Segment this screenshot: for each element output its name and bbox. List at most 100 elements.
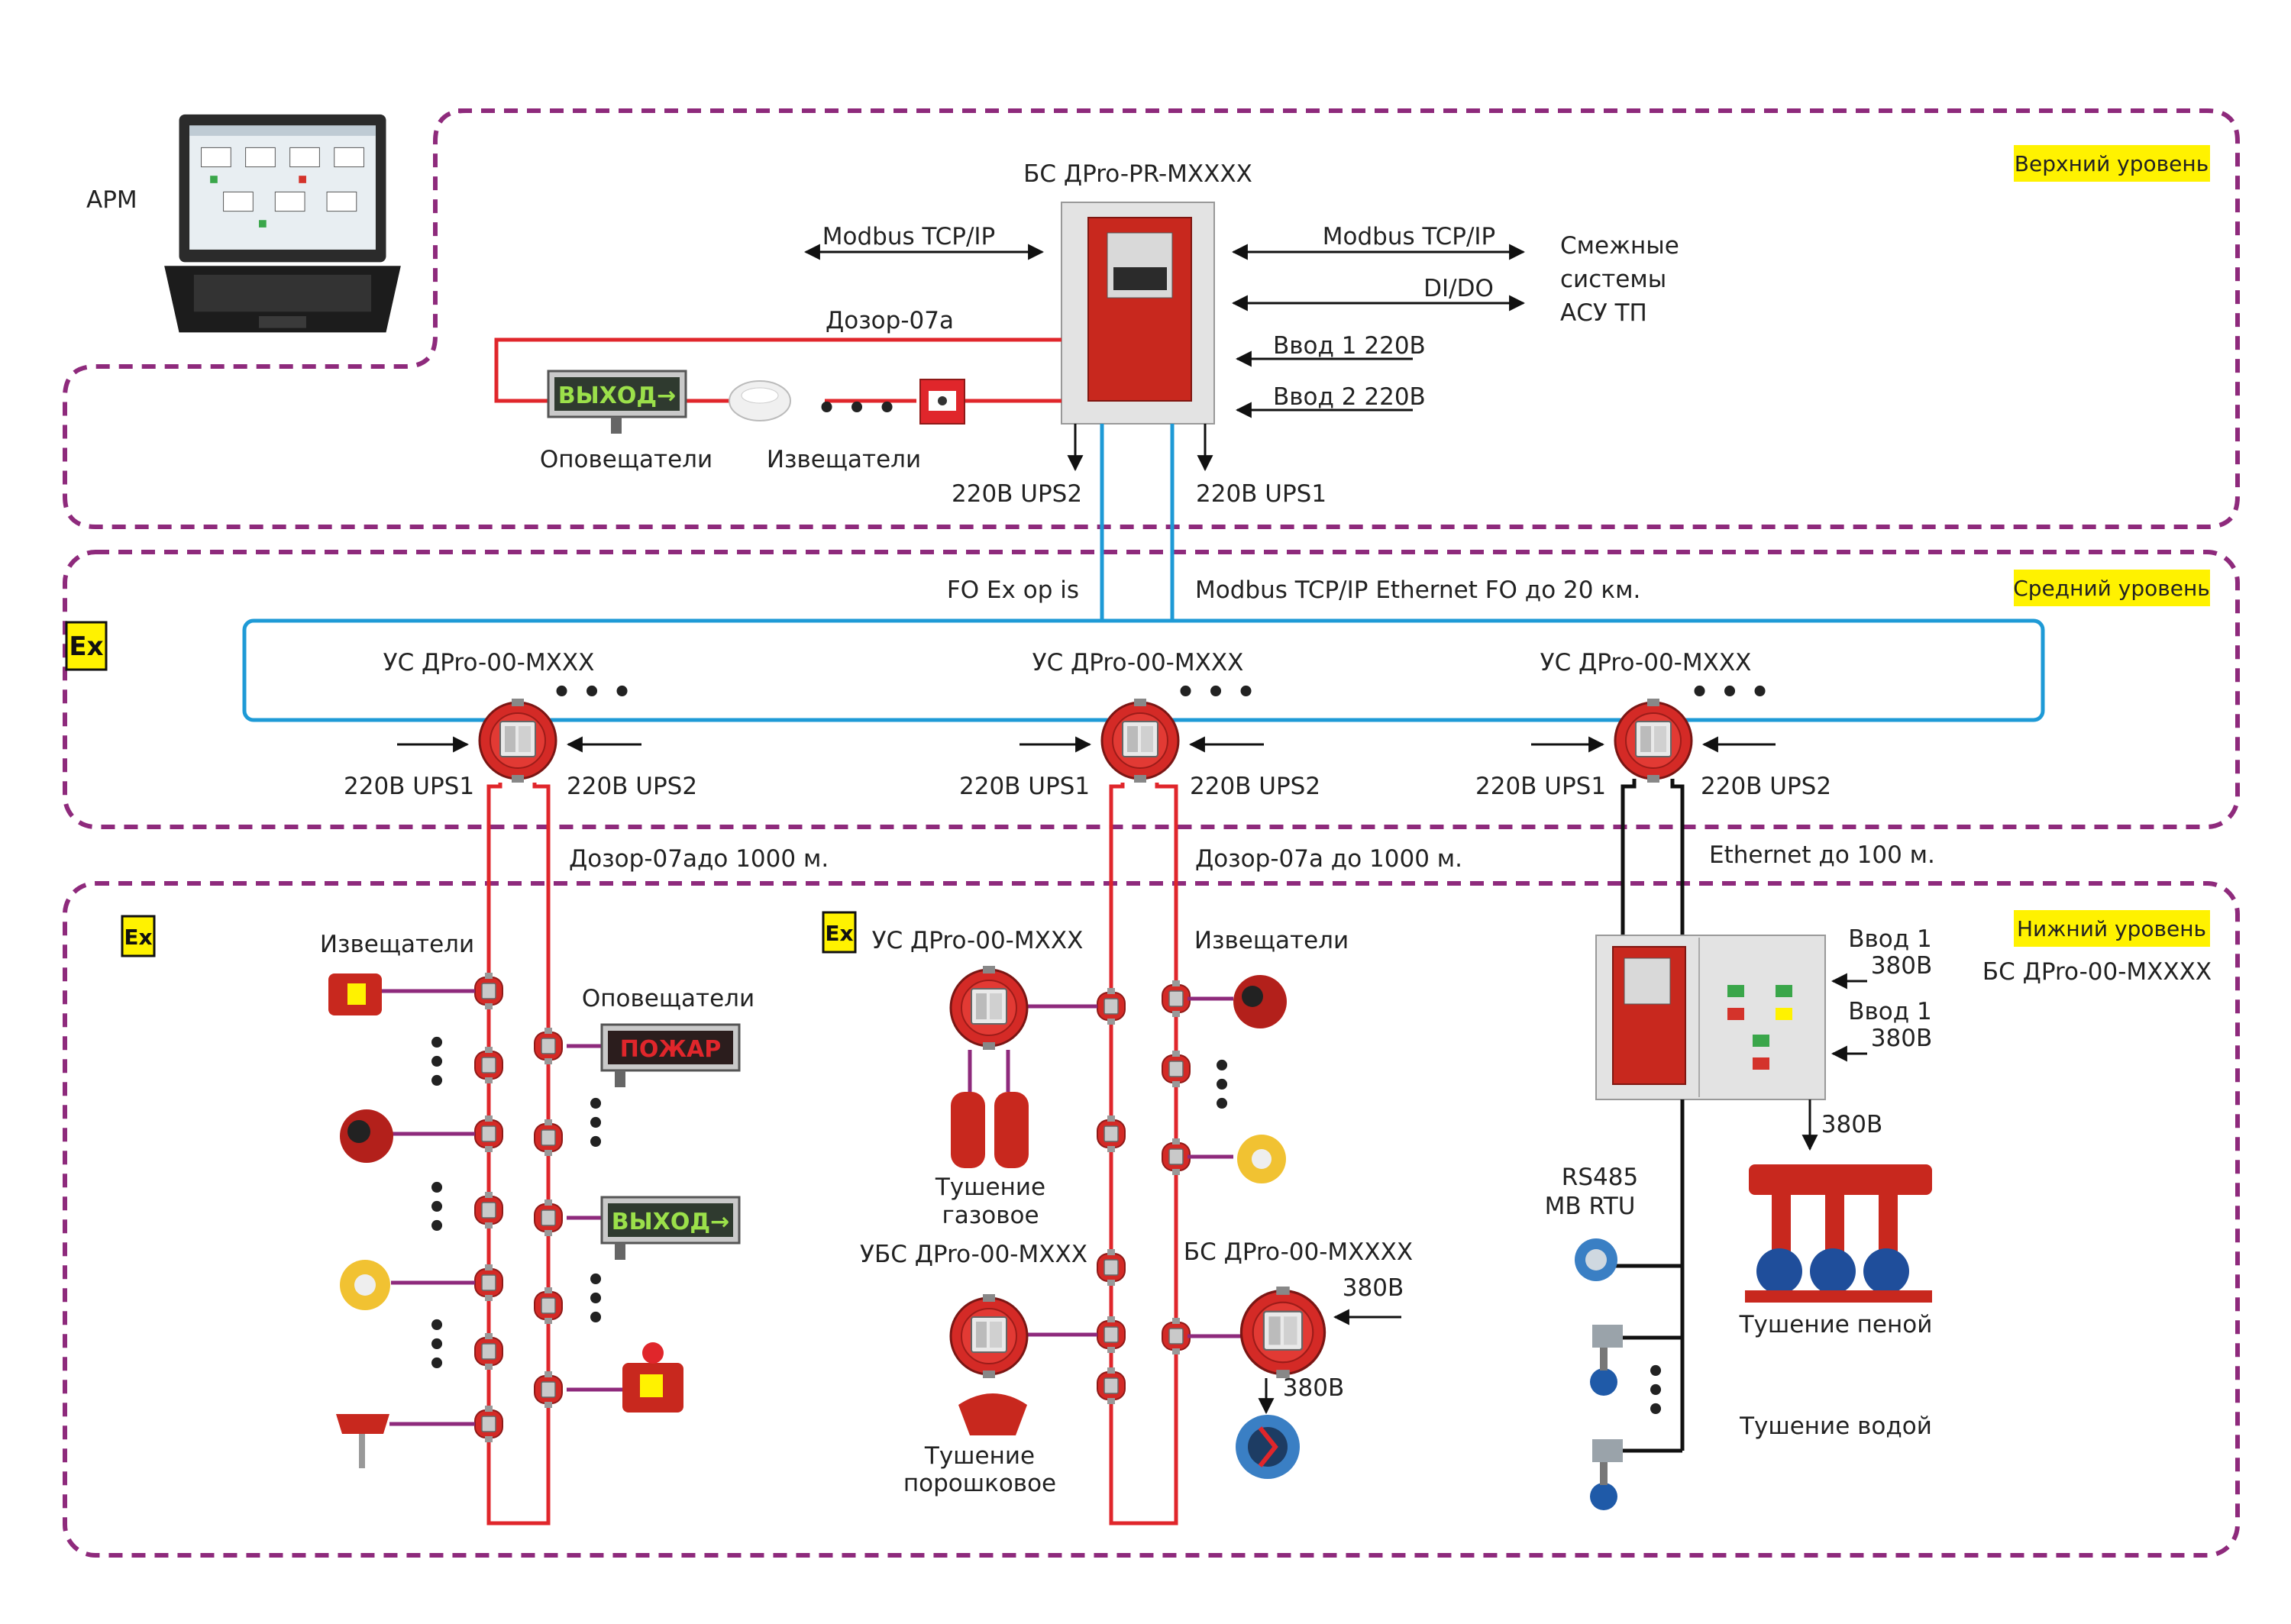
coupler-icon bbox=[1097, 1316, 1126, 1353]
foam-label: Тушение пеной bbox=[1739, 1311, 1933, 1338]
dido-label: DI/DO bbox=[1423, 275, 1494, 302]
vvod1-b-line1: Ввод 1 bbox=[1848, 998, 1932, 1025]
vvod2-label: Ввод 2 220В bbox=[1273, 383, 1426, 411]
fire-sign: ПОЖАР bbox=[567, 1023, 741, 1087]
bs-cabinet bbox=[1061, 202, 1215, 425]
ups1-node-label: 220В UPS1 bbox=[1475, 773, 1606, 800]
coupler-icon bbox=[474, 1264, 503, 1301]
left-notifiers-label: Оповещатели bbox=[582, 985, 755, 1012]
coupler-icon bbox=[534, 1371, 563, 1408]
coupler-icon bbox=[474, 1406, 503, 1442]
coupler-icon bbox=[1162, 1138, 1191, 1175]
dots-left-3: • bbox=[427, 1309, 447, 1344]
middle-level-label: Средний уровень bbox=[2013, 576, 2210, 601]
dozor-left-label: Дозор-07адо 1000 м. bbox=[569, 845, 829, 873]
coupler-icon bbox=[534, 1199, 563, 1236]
middle-level-badge bbox=[2014, 570, 2210, 606]
coupler-icon bbox=[1162, 980, 1191, 1017]
valve-actuator-icon-2 bbox=[1590, 1439, 1623, 1510]
dots-left-n2c: • bbox=[586, 1301, 606, 1336]
vvod1-label: Ввод 1 220В bbox=[1273, 332, 1426, 360]
bs-title: БС ДPro-PR-MXXXX bbox=[1023, 160, 1252, 188]
powder-extinguishing-unit bbox=[949, 1294, 1097, 1435]
upper-level-badge bbox=[2014, 145, 2210, 182]
modbus-right-label: Modbus TCP/IP bbox=[1323, 223, 1495, 250]
us-node-title: УС ДPro-00-MXXX bbox=[1540, 649, 1752, 676]
coupler-icon bbox=[474, 1333, 503, 1370]
lower-level-badge bbox=[2014, 910, 2210, 947]
coupler-icon bbox=[1097, 1249, 1126, 1286]
coupler-icon bbox=[1097, 988, 1126, 1025]
mid-detectors-label: Извещатели bbox=[1194, 927, 1349, 954]
middle-level-frame bbox=[63, 550, 2240, 829]
junction-box-icon bbox=[478, 699, 557, 783]
ex-badge-lower-mid bbox=[822, 911, 857, 954]
ellipsis-top: • • • bbox=[817, 391, 897, 426]
manual-call-point-icon bbox=[919, 379, 965, 425]
dots-left-3c: • bbox=[427, 1347, 447, 1382]
bs-mid-label: БС ДPro-00-MXXXX bbox=[1184, 1238, 1413, 1266]
flame-detector-icon-mid bbox=[1188, 975, 1287, 1028]
adjacent-systems-line3: АСУ ТП bbox=[1560, 299, 1647, 327]
dots-right-1: • bbox=[1646, 1354, 1666, 1390]
dots-mid-1b: • bbox=[1212, 1068, 1232, 1103]
lower-level-frame bbox=[63, 881, 2240, 1558]
upper-level-label: Верхний уровень bbox=[2015, 151, 2209, 176]
gas-detector-icon bbox=[340, 1260, 475, 1310]
ex-badge-lower-left bbox=[121, 915, 156, 957]
ups2-node-label: 220В UPS2 bbox=[567, 773, 697, 800]
notifiers-top-label: Оповещатели bbox=[540, 446, 713, 473]
coupler-icon bbox=[1162, 1318, 1191, 1354]
vvod1-a-line2: 380В bbox=[1871, 952, 1932, 980]
modbus-eth-label: Modbus TCP/IP Ethernet FO до 20 км. bbox=[1195, 576, 1640, 604]
dots-left-n1: • bbox=[586, 1087, 606, 1122]
mid-us-label: УС ДPro-00-MXXX bbox=[872, 927, 1084, 954]
dots-left-1b: • bbox=[427, 1045, 447, 1080]
coupler-icon bbox=[534, 1287, 563, 1324]
coupler-icon bbox=[1097, 1367, 1126, 1404]
coupler-icon bbox=[534, 1119, 563, 1156]
dots-left-n2b: • bbox=[586, 1282, 606, 1317]
fo-ex-label: FO Ex op is bbox=[947, 576, 1079, 604]
mbrtu-label: MB RTU bbox=[1545, 1193, 1636, 1220]
exit-sign-top-text: ВЫХОД→ bbox=[558, 383, 676, 409]
gas-extinguishing-unit bbox=[949, 966, 1097, 1168]
powder-line2: порошковое bbox=[903, 1470, 1056, 1497]
arm-label: АРМ bbox=[86, 186, 137, 214]
dots-left-2b: • bbox=[427, 1190, 447, 1225]
ups2-node-label: 220В UPS2 bbox=[1190, 773, 1320, 800]
coupler-icon bbox=[534, 1028, 563, 1064]
ups2-top-label: 220В UPS2 bbox=[952, 480, 1082, 508]
coupler-icon bbox=[474, 1047, 503, 1083]
junction-box-icon bbox=[949, 966, 1029, 1050]
rs485-label: RS485 bbox=[1562, 1164, 1638, 1191]
dots-left-n1c: • bbox=[586, 1125, 606, 1161]
coupler-icon bbox=[1097, 1115, 1126, 1152]
heat-detector-icon bbox=[336, 1414, 475, 1468]
dots-left-1: • bbox=[427, 1026, 447, 1061]
bs-right-label: БС ДPro-00-MXXXX bbox=[1982, 958, 2212, 986]
upper-level-frame bbox=[63, 108, 2240, 529]
coupler-icon bbox=[474, 1192, 503, 1228]
detectors-top-label: Извещатели bbox=[767, 446, 921, 473]
ubs-label: УБС ДPro-00-MXXX bbox=[860, 1241, 1087, 1268]
ellipsis-node: • • • bbox=[552, 675, 632, 710]
v380-c-label: 380В bbox=[1821, 1111, 1882, 1138]
junction-box-icon bbox=[1100, 699, 1180, 783]
ex-badge-middle bbox=[65, 621, 108, 671]
us-node-1: УС ДPro-00-MXXX • • • 220В UPS1 220В UPS… bbox=[344, 649, 697, 800]
dots-right-1c: • bbox=[1646, 1393, 1666, 1428]
adjacent-systems-line2: системы bbox=[1560, 266, 1666, 293]
modbus-left-label: Modbus TCP/IP bbox=[822, 223, 995, 250]
fire-sign-text: ПОЖАР bbox=[620, 1036, 722, 1063]
siren-icon bbox=[567, 1342, 683, 1413]
ups1-node-label: 220В UPS1 bbox=[959, 773, 1090, 800]
foam-pump-station-icon bbox=[1745, 1164, 1932, 1303]
dots-left-2c: • bbox=[427, 1209, 447, 1245]
us-node-title: УС ДPro-00-MXXX bbox=[1032, 649, 1244, 676]
rs485-sensor-icon bbox=[1575, 1238, 1617, 1281]
dots-left-n2: • bbox=[586, 1263, 606, 1298]
gas-detector-icon-mid bbox=[1188, 1135, 1286, 1183]
dozor-mid-label: Дозор-07а до 1000 м. bbox=[1195, 845, 1462, 873]
exit-sign-lower-text: ВЫХОД→ bbox=[612, 1209, 729, 1235]
